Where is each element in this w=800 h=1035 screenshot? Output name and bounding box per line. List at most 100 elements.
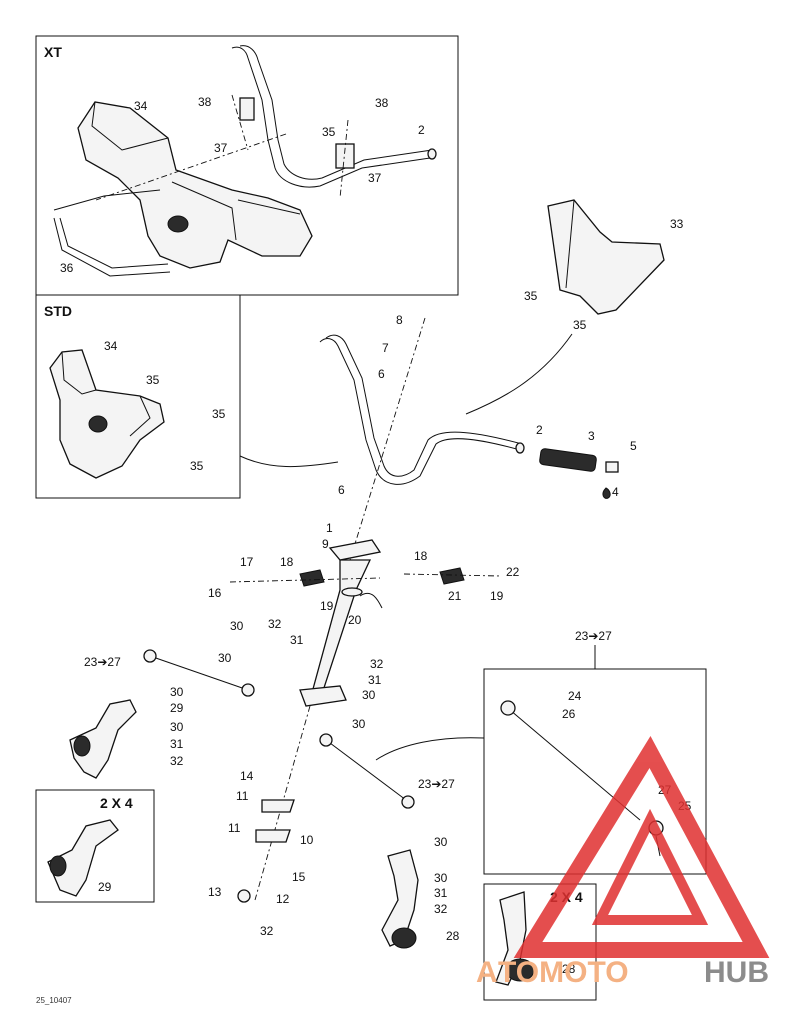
callout-23a: 23➔27	[84, 655, 121, 669]
xt-panel-frame	[35, 35, 459, 296]
callout-11a: 11	[236, 789, 249, 803]
callout-24: 24	[568, 689, 582, 703]
callout-28a: 28	[446, 929, 460, 943]
callout-3: 3	[588, 429, 595, 443]
callout-35a: 35	[322, 125, 336, 139]
callout-35d: 35	[146, 373, 160, 387]
callout-30b: 30	[218, 651, 232, 665]
callout-31d: 31	[434, 886, 448, 900]
callout-38a: 38	[198, 95, 212, 109]
callout-34-xt: 34	[134, 99, 148, 113]
callout-30f: 30	[170, 720, 184, 734]
callout-30h: 30	[434, 871, 448, 885]
tie-rod-detail-ref: 23➔27	[575, 629, 612, 643]
drawing-reference-code: 25_10407	[36, 996, 72, 1005]
callout-15: 15	[292, 870, 306, 884]
callout-30e: 30	[170, 685, 184, 699]
tie-rods	[143, 649, 415, 809]
callout-32c: 32	[170, 754, 184, 768]
throttle-grip	[539, 448, 619, 499]
callout-19b: 19	[490, 589, 504, 603]
callout-5: 5	[630, 439, 637, 453]
callout-32e: 32	[260, 924, 274, 938]
callout-37b: 37	[368, 171, 382, 185]
watermark-inner-triangle	[591, 808, 709, 925]
top-bracket-33	[547, 199, 665, 315]
callout-18b: 18	[414, 549, 428, 563]
callout-34-std: 34	[104, 339, 118, 353]
callout-35b: 35	[524, 289, 538, 303]
callout-20: 20	[348, 613, 362, 627]
callout-10: 10	[300, 833, 314, 847]
callout-30a: 30	[230, 619, 244, 633]
callout-6b: 6	[338, 483, 345, 497]
callout-30g: 30	[434, 835, 448, 849]
right-2wd-knuckle	[495, 891, 535, 986]
watermark-text-a: A	[476, 956, 498, 989]
callout-2: 2	[536, 423, 543, 437]
callout-23b: 23➔27	[418, 777, 455, 791]
two-wd-left-frame	[35, 789, 155, 903]
callout-18a: 18	[280, 555, 294, 569]
std-panel-frame	[35, 294, 241, 499]
callout-36: 36	[60, 261, 74, 275]
xt-panel-title: XT	[44, 44, 62, 60]
callout-38b: 38	[375, 96, 389, 110]
watermark-text-hub: HUB	[704, 956, 769, 989]
callout-13: 13	[208, 885, 222, 899]
column-bearings	[229, 567, 501, 609]
main-handlebar	[319, 334, 525, 485]
callout-8: 8	[396, 313, 403, 327]
callout-19a: 19	[320, 599, 334, 613]
callout-11b: 11	[228, 821, 241, 835]
callout-35e: 35	[212, 407, 226, 421]
two-wd-left-title: 2 X 4	[100, 795, 133, 811]
bracket-to-main-arrow	[465, 333, 573, 415]
left-knuckle	[69, 699, 137, 779]
callout-4: 4	[612, 485, 619, 499]
callout-31b: 31	[368, 673, 382, 687]
watermark-triangle	[513, 735, 770, 958]
callout-32b: 32	[370, 657, 384, 671]
callout-37a: 37	[214, 141, 228, 155]
xt-handlebar-cover	[77, 101, 313, 269]
callout-28b: 28	[562, 962, 576, 976]
callout-21: 21	[448, 589, 462, 603]
callout-29a: 29	[170, 701, 184, 715]
callout-35f: 35	[190, 459, 204, 473]
std-handlebar-cover	[49, 349, 165, 479]
callout-12: 12	[276, 892, 290, 906]
callout-33: 33	[670, 217, 684, 231]
detail-to-main-arrow	[375, 737, 485, 761]
xt-handguard-bar	[53, 189, 171, 277]
watermark-logo	[513, 735, 770, 958]
callout-32d: 32	[434, 902, 448, 916]
lower-column-parts	[237, 799, 295, 903]
callout-9: 9	[322, 537, 329, 551]
watermark-text-tomoto: TOMOTO	[498, 956, 629, 989]
callout-7: 7	[382, 341, 389, 355]
callout-30c: 30	[362, 688, 376, 702]
xt-handlebar	[231, 45, 437, 188]
callout-31c: 31	[170, 737, 184, 751]
callout-30d: 30	[352, 717, 366, 731]
xt-clamps	[95, 94, 355, 201]
callout-16: 16	[208, 586, 222, 600]
callout-1: 1	[326, 521, 333, 535]
std-to-main-arrow	[239, 455, 339, 468]
callout-26: 26	[562, 707, 576, 721]
std-panel-title: STD	[44, 303, 72, 319]
callout-2-xt: 2	[418, 123, 425, 137]
callout-31a: 31	[290, 633, 304, 647]
callout-22: 22	[506, 565, 520, 579]
callout-17: 17	[240, 555, 254, 569]
callout-14: 14	[240, 769, 254, 783]
callout-6a: 6	[378, 367, 385, 381]
callout-35c: 35	[573, 318, 587, 332]
left-2wd-knuckle	[47, 819, 119, 897]
right-knuckle	[381, 849, 419, 949]
callout-29b: 29	[98, 880, 112, 894]
steering-column	[254, 317, 426, 901]
callout-32a: 32	[268, 617, 282, 631]
